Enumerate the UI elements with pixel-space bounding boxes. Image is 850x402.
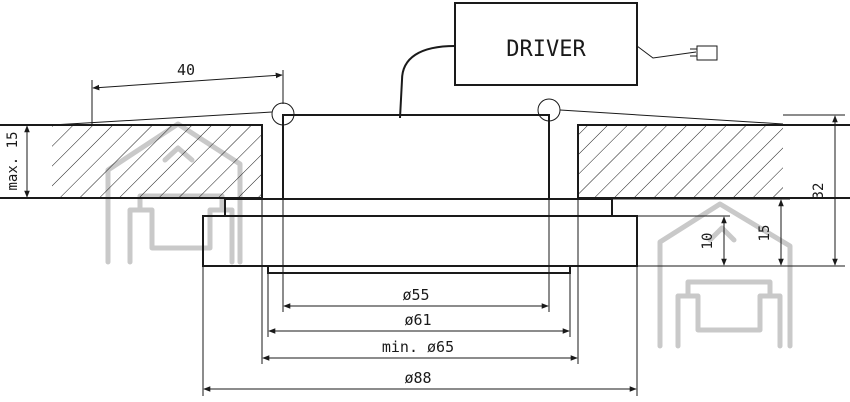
dim-ring-height: 10 bbox=[637, 215, 730, 266]
driver-label: DRIVER bbox=[506, 37, 586, 62]
label-ceiling-thickness: max. 15 bbox=[5, 131, 21, 190]
dim-overhang: 40 bbox=[91, 61, 284, 125]
dim-total-height: 32 bbox=[637, 114, 845, 267]
label-d61: ø61 bbox=[404, 311, 431, 329]
driver-box: DRIVER bbox=[399, 2, 718, 119]
label-overhang: 40 bbox=[177, 61, 195, 79]
dim-lower-height: 15 bbox=[612, 198, 790, 266]
dim-ceiling-thickness: max. 15 bbox=[5, 125, 30, 198]
label-ring-height: 10 bbox=[700, 233, 716, 250]
dim-diameters: ø55 ø61 min. ø65 ø88 bbox=[202, 198, 638, 396]
label-lower-height: 15 bbox=[757, 225, 773, 242]
label-d65: min. ø65 bbox=[382, 338, 454, 356]
luminaire-body bbox=[202, 114, 638, 274]
label-d88: ø88 bbox=[404, 369, 431, 387]
label-d55: ø55 bbox=[402, 286, 429, 304]
watermark-right-icon bbox=[657, 201, 793, 349]
label-total-height: 32 bbox=[811, 183, 827, 200]
ceiling-left bbox=[0, 124, 263, 199]
ceiling-right bbox=[577, 124, 850, 199]
spring-clips bbox=[51, 98, 784, 126]
